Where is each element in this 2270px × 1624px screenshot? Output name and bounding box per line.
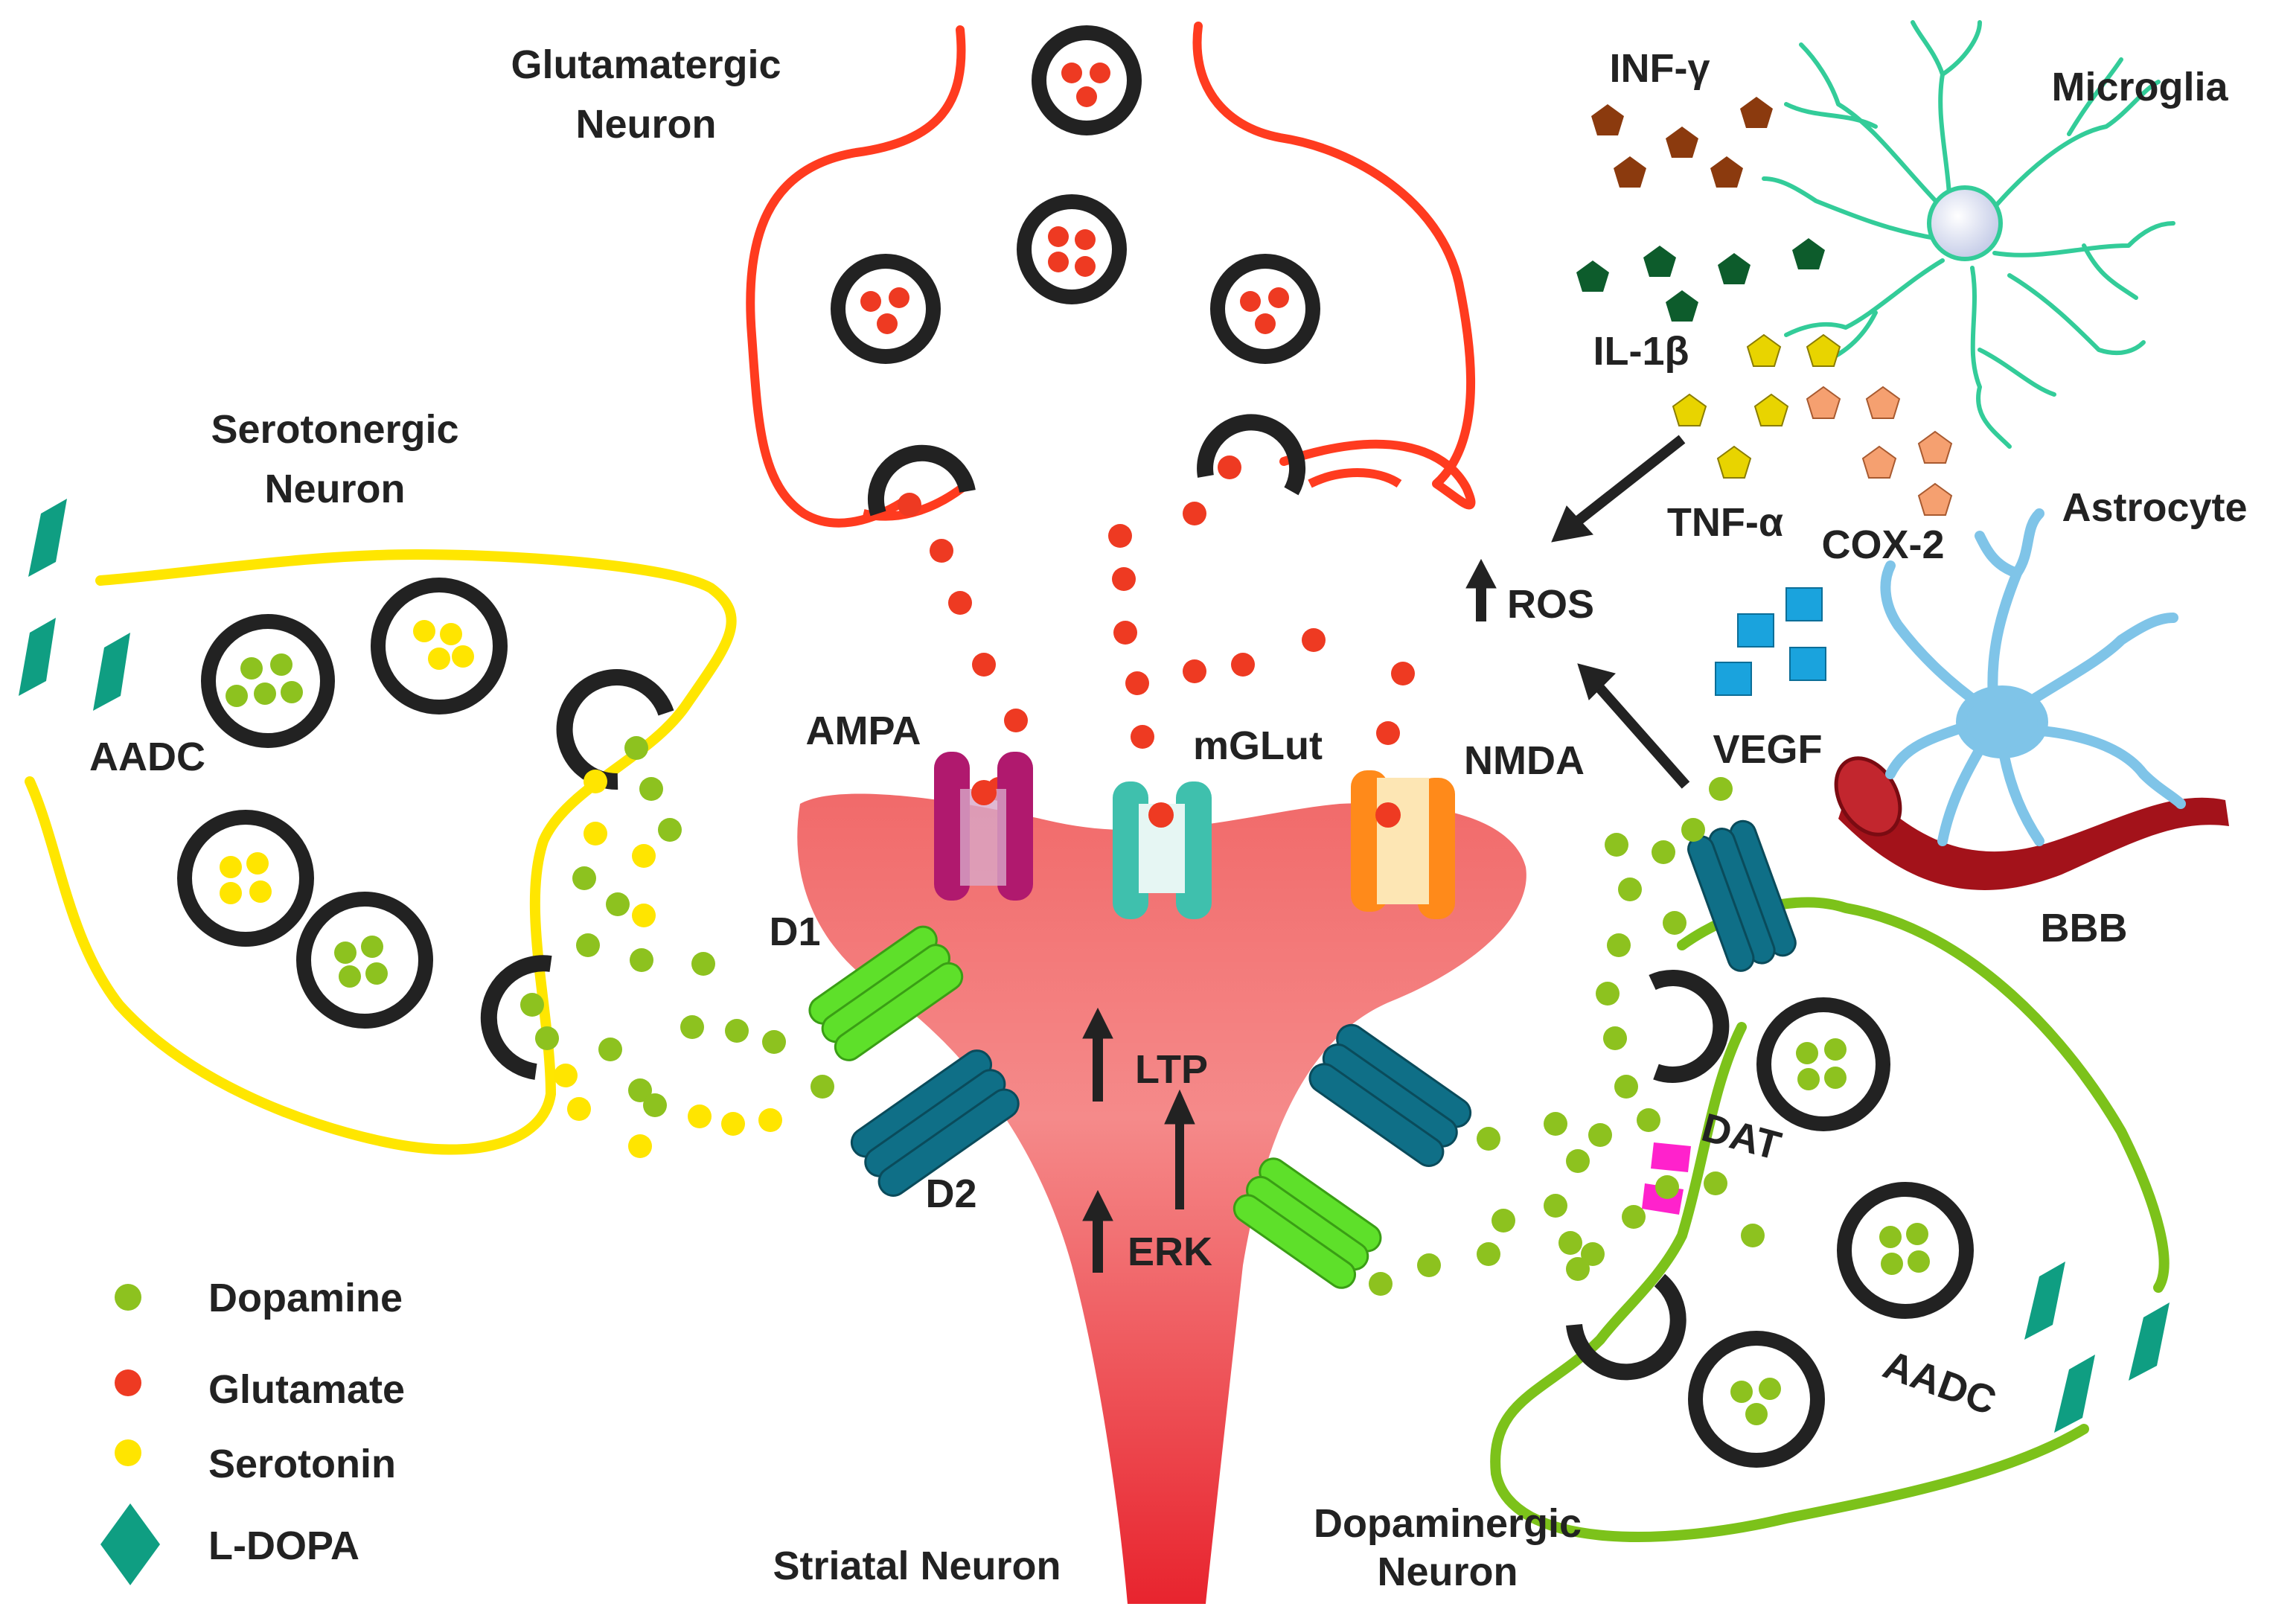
l-dopa-molecules bbox=[2024, 1262, 2170, 1433]
ampa-receptor bbox=[934, 752, 1033, 901]
aadc-right-label: AADC bbox=[1878, 1342, 2002, 1424]
l-dopa-molecules bbox=[19, 499, 130, 711]
dopaminergic-label-line1: Dopaminergic bbox=[1314, 1501, 1582, 1546]
release-site bbox=[1649, 969, 1730, 1083]
ampa-label: AMPA bbox=[806, 709, 921, 753]
nmda-label: NMDA bbox=[1464, 738, 1585, 783]
il-1beta-molecules bbox=[1576, 238, 1825, 322]
dopamine-vesicle bbox=[296, 892, 433, 1029]
d2-receptor-right bbox=[1308, 1023, 1472, 1167]
serotonin-vesicle bbox=[177, 810, 314, 947]
serotonergic-neuron bbox=[25, 549, 737, 1155]
glutamatergic-label-line1: Glutamatergic bbox=[511, 42, 781, 87]
legend-glutamate-swatch bbox=[115, 1369, 141, 1396]
dopaminergic-label-line2: Neuron bbox=[1378, 1550, 1518, 1594]
inf-gamma-label: INF-γ bbox=[1610, 46, 1710, 91]
striatal-body bbox=[797, 793, 1526, 1604]
cox-2-label: COX-2 bbox=[1821, 522, 1944, 567]
d2-label: D2 bbox=[925, 1171, 976, 1216]
ltp-label: LTP bbox=[1135, 1047, 1208, 1092]
erk-label: ERK bbox=[1128, 1230, 1212, 1274]
legend-ldopa-swatch bbox=[100, 1503, 160, 1585]
dopamine-vesicle bbox=[1688, 1331, 1825, 1468]
vegf-label: VEGF bbox=[1713, 727, 1822, 772]
microglia-cell bbox=[1762, 20, 2175, 449]
glutamatergic-label-line2: Neuron bbox=[576, 102, 717, 147]
glutamatergic-membrane bbox=[746, 22, 1476, 528]
release-site bbox=[1197, 414, 1306, 496]
d1-receptor-right bbox=[1232, 1157, 1382, 1289]
inf-gamma-molecules bbox=[1591, 97, 1773, 188]
serotonin-vesicle bbox=[371, 578, 508, 715]
release-site bbox=[867, 444, 976, 517]
serotonergic-stream bbox=[520, 736, 834, 1158]
tnf-alpha-molecules bbox=[1672, 333, 1841, 479]
legend-serotonin-label: Serotonin bbox=[208, 1442, 396, 1486]
bbb-label: BBB bbox=[2041, 906, 2128, 950]
tnf-alpha-label: TNF-α bbox=[1667, 500, 1783, 545]
microglia-label: Microglia bbox=[2051, 65, 2228, 109]
d1-label: D1 bbox=[769, 909, 820, 954]
release-site bbox=[556, 669, 674, 790]
nmda-receptor bbox=[1351, 770, 1455, 919]
ros-arrows bbox=[1465, 435, 1690, 789]
legend: Dopamine Glutamate Serotonin L-DOPA bbox=[100, 1276, 405, 1585]
d1-receptor-left bbox=[808, 925, 964, 1061]
astrocyte-label: Astrocyte bbox=[2062, 485, 2247, 530]
serotonergic-membrane bbox=[25, 549, 737, 1155]
dopamine-stream bbox=[1369, 777, 1765, 1296]
blood-vessel bbox=[1834, 756, 2229, 890]
dopamine-vesicle bbox=[1837, 1182, 1974, 1319]
mglut-label: mGLut bbox=[1193, 723, 1323, 768]
legend-dopamine-swatch bbox=[115, 1284, 141, 1311]
dopamine-vesicle bbox=[1756, 997, 1890, 1131]
glutamate-vesicle bbox=[1032, 25, 1142, 135]
serotonergic-label-line1: Serotonergic bbox=[211, 407, 458, 452]
il-1beta-label: IL-1β bbox=[1593, 329, 1689, 374]
striatal-label: Striatal Neuron bbox=[773, 1544, 1061, 1588]
glutamate-vesicle bbox=[1017, 194, 1127, 304]
mglut-receptor bbox=[1113, 781, 1212, 919]
release-site bbox=[480, 955, 552, 1080]
aadc-left-label: AADC bbox=[89, 735, 205, 779]
legend-ldopa-label: L-DOPA bbox=[208, 1524, 359, 1568]
legend-glutamate-label: Glutamate bbox=[208, 1367, 405, 1412]
release-site bbox=[1566, 1273, 1686, 1381]
d2-autoreceptor bbox=[1687, 819, 1797, 972]
serotonergic-label-line2: Neuron bbox=[265, 467, 406, 511]
dopaminergic-membrane bbox=[1490, 897, 2170, 1542]
signaling-arrows bbox=[1082, 1007, 1195, 1273]
cox-2-molecules bbox=[1806, 386, 1953, 516]
vegf-molecules bbox=[1715, 587, 1826, 696]
astrocyte-cell bbox=[1880, 508, 2186, 846]
ros-label: ROS bbox=[1507, 582, 1594, 627]
legend-serotonin-swatch bbox=[115, 1439, 141, 1466]
d2-receptor-left bbox=[850, 1049, 1020, 1197]
glutamate-vesicle bbox=[1210, 254, 1320, 364]
dat-label: DAT bbox=[1697, 1105, 1785, 1169]
legend-dopamine-label: Dopamine bbox=[208, 1276, 403, 1320]
striatal-neuron bbox=[797, 793, 1526, 1604]
glutamate-vesicle bbox=[831, 254, 941, 364]
dopaminergic-neuron bbox=[1490, 897, 2170, 1542]
dopamine-vesicle bbox=[201, 614, 335, 748]
glutamate-stream bbox=[898, 455, 1415, 801]
glutamatergic-neuron bbox=[746, 22, 1476, 528]
